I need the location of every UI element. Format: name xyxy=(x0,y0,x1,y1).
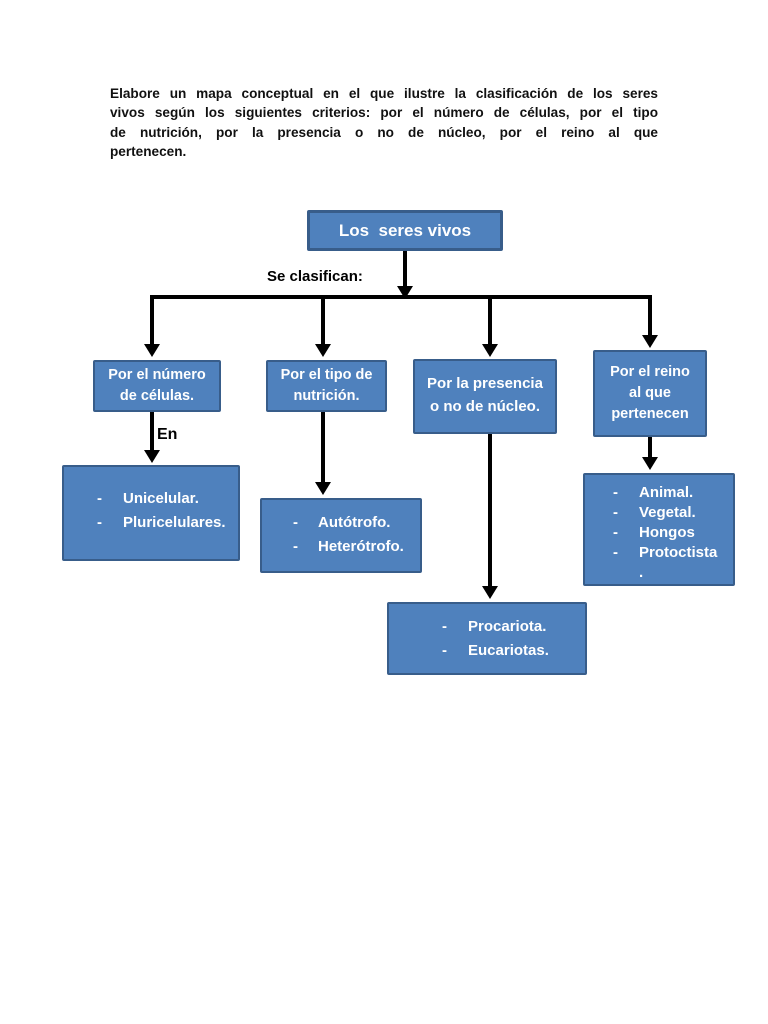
category-label-line: Por el reino xyxy=(610,364,690,380)
list-bullet: - xyxy=(442,618,447,635)
list-bullet: - xyxy=(613,524,618,541)
classify-label: Se clasifican: xyxy=(267,268,363,285)
list-item: - Eucariotas. xyxy=(442,639,581,663)
list-item-label: Autótrofo. xyxy=(318,514,391,531)
list-item-label: Unicelular. xyxy=(123,490,199,507)
paragraph-line: de nutrición, por la presencia o no de n… xyxy=(110,124,658,140)
list-bullet: - xyxy=(293,514,298,531)
paragraph-line: Elabore un mapa conceptual en el que ilu… xyxy=(110,86,658,101)
leaf-node-nutricion-list: - Autótrofo. - Heterótrofo. xyxy=(260,498,422,573)
category-node-reino: Por el reino al que pertenecen xyxy=(593,350,707,437)
category-label-line: pertenecen xyxy=(611,406,689,422)
list-item: - Autótrofo. xyxy=(293,511,416,535)
category-label-line: Por la presencia xyxy=(427,374,543,392)
arrowhead-to-nutrition xyxy=(315,344,331,357)
list-item: - Protoctista xyxy=(613,543,729,563)
list-item: - Animal. xyxy=(613,483,729,503)
arrowhead-to-cells xyxy=(144,344,160,357)
list-item-label: -- ´ xyxy=(639,583,658,584)
list-item-label: Animal. xyxy=(639,484,694,501)
en-connector-label: En xyxy=(157,426,178,443)
list-item: - Pluricelulares. xyxy=(97,511,232,535)
list-item-label: Protoctista xyxy=(639,544,718,561)
arrowhead-root-trunk xyxy=(397,286,413,299)
list-item-label: . xyxy=(639,564,644,581)
list-item-label: Pluricelulares. xyxy=(123,514,226,531)
category-node-presencia-nucleo: Por la presencia o no de núcleo. xyxy=(413,359,557,434)
list-item: - Vegetal. xyxy=(613,503,729,523)
list-item-label: Vegetal. xyxy=(639,504,696,521)
category-label-line: nutrición. xyxy=(293,388,360,404)
category-label-line: de células. xyxy=(119,388,195,404)
list-bullet: - xyxy=(613,544,618,561)
category-node-numero-celulas: Por el número de células. xyxy=(93,360,221,412)
root-node-los-seres-vivos: Los seres vivos xyxy=(307,210,503,251)
list-bullet-empty xyxy=(613,583,639,584)
arrowhead-cells-to-list xyxy=(144,450,160,463)
list-item-label: Eucariotas. xyxy=(468,642,549,659)
arrowhead-to-kingdom xyxy=(642,335,658,348)
category-label-line: o no de núcleo. xyxy=(429,397,540,415)
root-node-label: Los seres vivos xyxy=(338,220,472,240)
leaf-node-celulas-list: - Unicelular. - Pluricelulares. xyxy=(62,465,240,561)
list-bullet: - xyxy=(442,642,447,659)
arrowhead-nucleus-to-list xyxy=(482,586,498,599)
category-node-tipo-nutricion: Por el tipo de nutrición. xyxy=(266,360,387,412)
list-bullet: - xyxy=(293,538,298,555)
leaf-node-nucleo-list: - Procariota. - Eucariotas. xyxy=(387,602,587,675)
arrowhead-to-nucleus xyxy=(482,344,498,357)
category-label-line: Por el tipo de xyxy=(280,367,373,383)
paragraph-line: pertenecen. xyxy=(110,143,187,159)
list-bullet: - xyxy=(613,504,618,521)
list-item: - Hongos xyxy=(613,523,729,543)
list-item: - Heterótrofo. xyxy=(293,535,416,559)
instruction-paragraph: Elabore un mapa conceptual en el que ilu… xyxy=(110,84,658,161)
category-label-line: Por el número xyxy=(108,367,206,383)
leaf-node-reino-list: - Animal. - Vegetal. - Hongos - Protocti… xyxy=(583,473,735,586)
category-label-line: al que xyxy=(629,385,671,401)
arrowhead-nutrition-to-list xyxy=(315,482,331,495)
list-item: - Unicelular. xyxy=(97,487,232,511)
list-item-label: Procariota. xyxy=(468,618,547,635)
list-item: - Procariota. xyxy=(442,615,581,639)
list-item-clipped: -- ´ xyxy=(613,583,729,584)
list-item-continuation: . xyxy=(613,563,729,583)
paragraph-line: vivos según los siguientes criterios: po… xyxy=(110,105,658,121)
list-bullet: - xyxy=(97,514,102,531)
list-bullet: - xyxy=(97,490,102,507)
list-bullet: - xyxy=(613,484,618,501)
list-item-label: Hongos xyxy=(639,524,695,541)
list-item-label: Heterótrofo. xyxy=(318,538,404,555)
list-bullet-empty xyxy=(613,563,639,583)
arrowhead-kingdom-to-list xyxy=(642,457,658,470)
